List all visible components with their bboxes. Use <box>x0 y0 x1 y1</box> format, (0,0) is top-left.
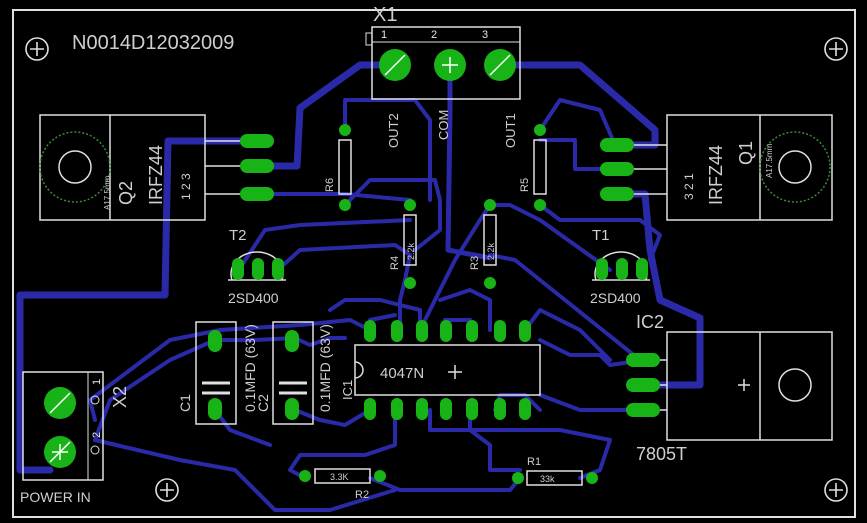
r6-ref: R6 <box>324 178 336 192</box>
ic1-value: 4047N <box>380 365 424 382</box>
mounting-hole-br <box>824 478 848 502</box>
c2-value: 0.1MFD (63V) <box>317 324 333 412</box>
power-in-label: POWER IN <box>20 489 91 505</box>
resistor-r5 <box>533 124 547 211</box>
r3-ref: R3 <box>469 256 481 270</box>
resistor-r6 <box>338 124 352 211</box>
mounting-holes <box>25 37 848 502</box>
mounting-hole-tl <box>25 37 49 61</box>
r4-value: 2.2k <box>406 242 416 260</box>
x1-pin3-label: 3 <box>482 29 488 41</box>
ic2-pads <box>626 353 660 417</box>
q2-value: IRFZ44 <box>146 145 166 205</box>
q1-pin-numbers: 3 2 1 <box>682 173 696 200</box>
r3-value: 2.2k <box>486 242 496 260</box>
t2-ref: T2 <box>229 227 247 244</box>
q1-value: IRFZ44 <box>706 145 726 205</box>
heatsink-label-left: A17.5mm <box>103 175 112 210</box>
com-label: COM <box>436 110 451 140</box>
transistor-q1 <box>666 114 833 221</box>
q1-pads <box>600 138 634 201</box>
ic1-ref: IC1 <box>340 380 355 400</box>
terminal-x2 <box>22 371 104 481</box>
r2-value: 3.3K <box>330 472 349 482</box>
ic2-value: 7805T <box>636 444 687 464</box>
q2-pin-numbers: 1 2 3 <box>179 173 193 200</box>
r5-ref: R5 <box>519 178 531 192</box>
mounting-hole-bl <box>155 478 179 502</box>
c2-ref: C2 <box>255 394 271 412</box>
ic2-7805t <box>660 331 833 441</box>
ic1-4047n <box>354 344 541 396</box>
out2-label: OUT2 <box>386 113 401 148</box>
mounting-hole-tr <box>824 37 848 61</box>
capacitor-c1 <box>195 321 237 425</box>
board-serial: N0014D12032009 <box>72 32 234 54</box>
transistor-q2 <box>39 114 206 221</box>
c1-ref: C1 <box>177 394 193 412</box>
t2-value: 2SD400 <box>228 290 279 306</box>
ic2-ref: IC2 <box>636 312 664 332</box>
x2-pin1-label: 1 <box>91 379 103 385</box>
x2-ref: X2 <box>110 386 130 408</box>
ic1-pads <box>364 320 531 420</box>
q2-pads <box>240 134 274 201</box>
x1-ref: X1 <box>373 4 397 26</box>
q1-ref: Q1 <box>736 141 756 165</box>
c1-value: 0.1MFD (63V) <box>242 324 258 412</box>
x1-pin1-label: 1 <box>381 29 387 41</box>
r2-ref: R2 <box>355 489 369 501</box>
heatsink-label-right: A17.5mm <box>765 143 774 178</box>
transistor-t2 <box>228 251 286 281</box>
heatsink-hole-left <box>39 131 111 203</box>
q2-ref: Q2 <box>116 181 136 205</box>
capacitor-c2 <box>272 321 314 425</box>
x2-pin2-label: 2 <box>91 432 103 438</box>
r1-value: 33k <box>540 474 555 484</box>
resistor-r1 <box>512 470 598 486</box>
copper-traces <box>16 61 704 512</box>
t1-value: 2SD400 <box>590 290 641 306</box>
x1-pin2-label: 2 <box>431 29 437 41</box>
transistor-t1 <box>592 251 650 281</box>
t1-ref: T1 <box>592 227 610 244</box>
resistor-r4 <box>403 199 417 289</box>
heatsink-hole-right <box>759 131 831 203</box>
r4-ref: R4 <box>389 256 401 270</box>
resistor-r3 <box>483 199 497 289</box>
resistor-r2 <box>299 468 386 484</box>
terminal-x1 <box>365 26 521 100</box>
board-outline <box>12 9 856 518</box>
r1-ref: R1 <box>527 456 541 468</box>
out1-label: OUT1 <box>503 113 518 148</box>
